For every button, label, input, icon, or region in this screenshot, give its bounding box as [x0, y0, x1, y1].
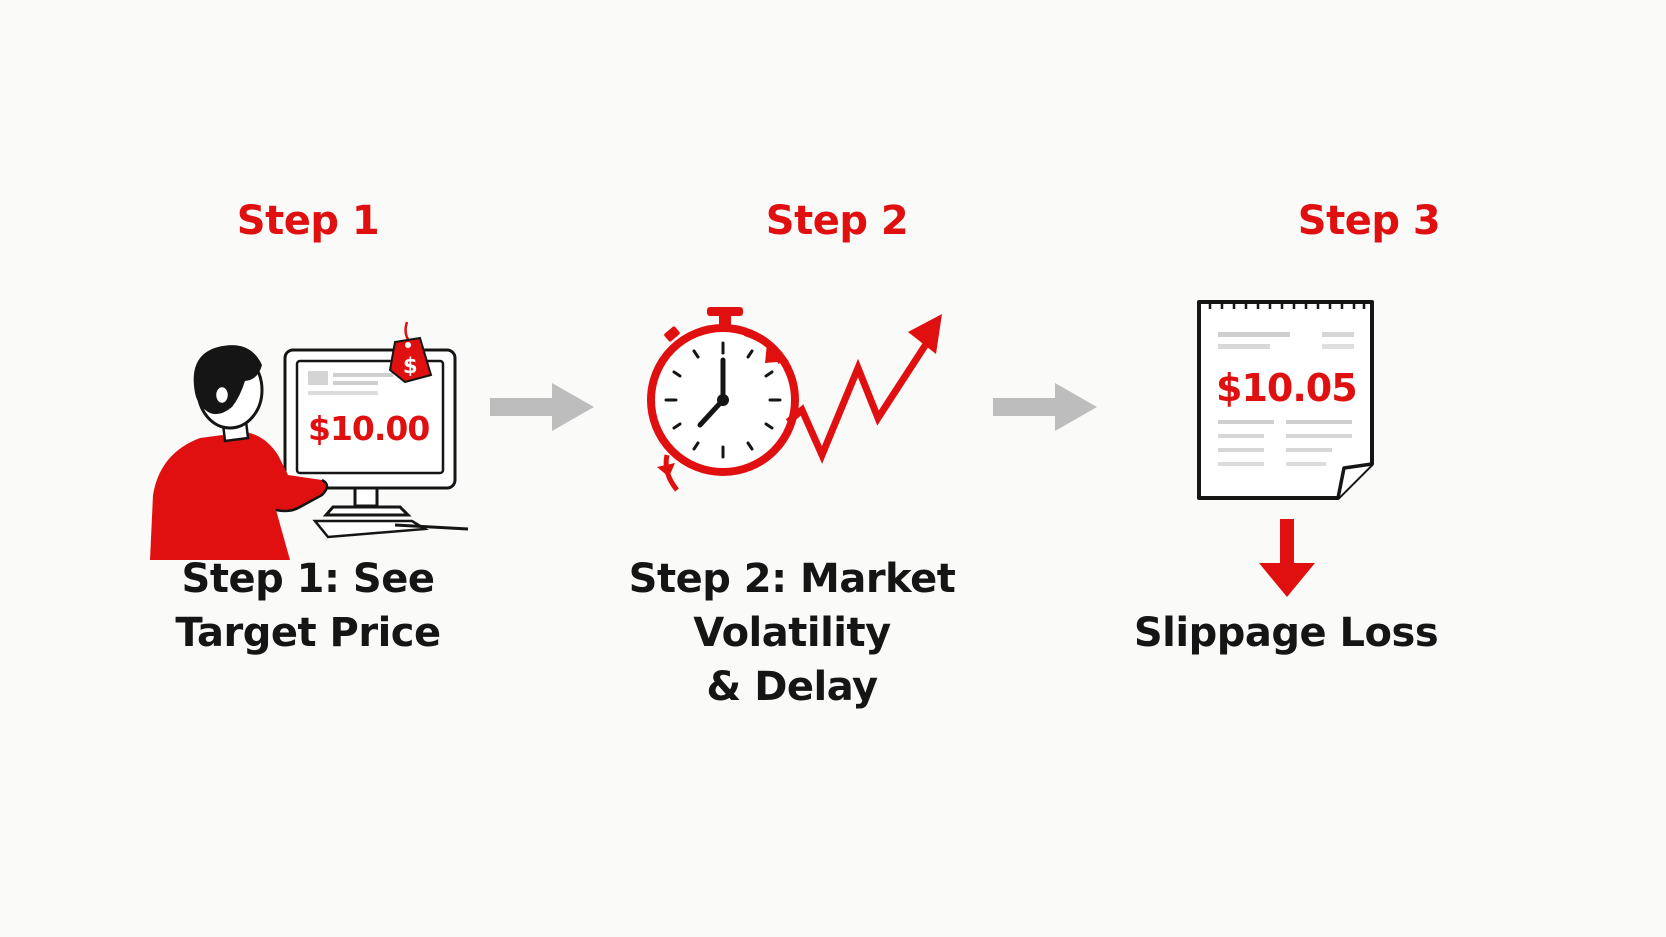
step-2-caption-line-3: & Delay [706, 664, 878, 710]
step-1-caption-line-1: Step 1: See [181, 556, 435, 602]
step-1-title: Step 1 [236, 198, 380, 244]
price-tag-icon: $ [388, 321, 433, 384]
step-2-caption-line-1: Step 2: Market [628, 556, 956, 602]
screen-price: $10.00 [308, 409, 429, 448]
flow-arrow-1 [490, 383, 594, 431]
step-2-caption-line-2: Volatility [693, 610, 891, 656]
volatility-zigzag-arrow-icon [785, 314, 942, 464]
step-1-caption-line-2: Target Price [175, 610, 441, 656]
receipt-price: $10.05 [1216, 366, 1357, 410]
step-3-title: Step 3 [1297, 198, 1441, 244]
step-3-caption: Slippage Loss [1086, 606, 1486, 660]
step-1-caption: Step 1: See Target Price [108, 552, 508, 660]
flow-arrow-2 [993, 383, 1097, 431]
step-2-caption: Step 2: Market Volatility & Delay [592, 552, 992, 714]
step-2-title: Step 2 [765, 198, 909, 244]
stopwatch-icon [647, 307, 799, 492]
step-3-caption-line-1: Slippage Loss [1133, 610, 1439, 656]
price-tag-symbol: $ [403, 354, 418, 378]
receipt-icon: $10.05 [1197, 300, 1374, 500]
down-arrow-icon [1259, 519, 1315, 597]
person-at-computer-icon: $10.00 [150, 345, 469, 560]
